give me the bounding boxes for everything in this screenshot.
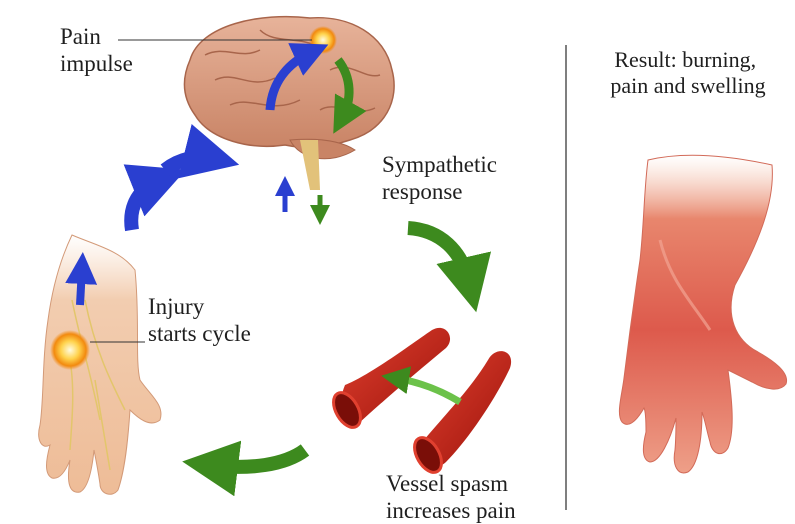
vessel-spasm-label: Vessel spasm increases pain [386, 471, 516, 523]
vessel-green-arrow [395, 378, 460, 402]
injury-label: Injury starts cycle [148, 294, 251, 346]
blood-vessel-illustration [328, 328, 511, 477]
cycle-blue-arrow-left [131, 180, 160, 230]
injury-glow [50, 330, 90, 370]
pain-impulse-label: Pain impulse [60, 24, 133, 76]
sympathetic-response-label: Sympathetic response [382, 152, 503, 204]
brain-illustration [185, 17, 395, 190]
hand-blue-arrow [80, 268, 82, 305]
pain-impulse-glow [309, 26, 337, 54]
cycle-green-arrow-bottom [210, 450, 305, 467]
inflamed-hand-illustration [619, 155, 786, 473]
cycle-green-arrow-right [408, 228, 470, 285]
result-label: Result: burning, pain and swelling [610, 47, 765, 98]
cycle-blue-arrow-top [165, 157, 212, 170]
